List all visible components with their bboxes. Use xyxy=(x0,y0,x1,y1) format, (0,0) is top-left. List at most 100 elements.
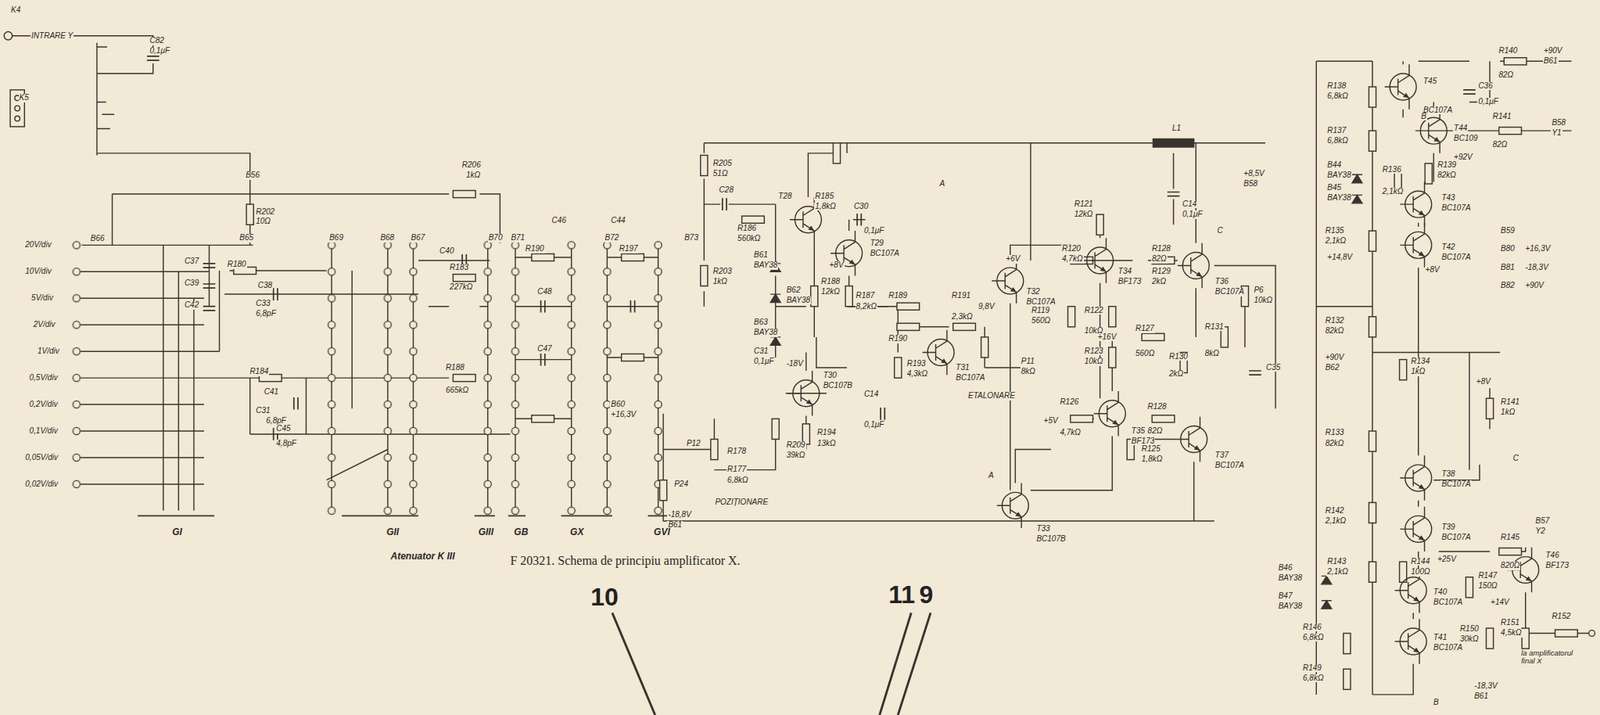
schematic-label: 4,7kΩ xyxy=(1061,254,1084,264)
schematic-label: 82kΩ xyxy=(1324,439,1346,449)
schematic-label: T35 xyxy=(1130,426,1146,436)
schematic-label: la amplificatorul final X xyxy=(1520,649,1579,665)
schematic-label: BC107B xyxy=(822,381,854,391)
schematic-label: B59 xyxy=(1499,226,1516,236)
schematic-label: GIII xyxy=(477,527,495,538)
schematic-label: Y1 xyxy=(1550,129,1562,138)
schematic-label: B56 xyxy=(244,171,261,180)
schematic-label: 10V/div xyxy=(24,267,52,277)
schematic-label: 6,8kΩ xyxy=(1302,674,1325,683)
schematic-label: R146 xyxy=(1302,623,1323,632)
schematic-label: B46 xyxy=(1277,563,1294,573)
schematic-label: R137 xyxy=(1326,126,1347,136)
schematic-label: 4,5kΩ xyxy=(1499,628,1523,638)
schematic-label: B71 xyxy=(509,233,526,243)
schematic-label: BC107B xyxy=(1035,534,1066,544)
schematic-label: BC107A xyxy=(954,373,986,383)
schematic-label: B70 xyxy=(487,233,504,243)
schematic-label: R127 xyxy=(1134,324,1156,334)
schematic-label: Y2 xyxy=(1535,527,1547,536)
schematic-label: B72 xyxy=(604,233,621,243)
schematic-label: C38 xyxy=(257,281,273,291)
schematic-label: P24 xyxy=(673,480,689,489)
schematic-label: R189 xyxy=(887,291,908,301)
schematic-label: BAY38 xyxy=(1277,573,1303,583)
schematic-label: B67 xyxy=(410,233,427,243)
schematic-label: 82kΩ xyxy=(1436,171,1457,180)
schematic-label: 0,1μF xyxy=(863,420,886,430)
schematic-label: BC107A xyxy=(1440,204,1471,213)
schematic-label: R120 xyxy=(1061,244,1082,254)
schematic-label: 560Ω xyxy=(1134,349,1156,359)
schematic-label: R129 xyxy=(1151,267,1172,277)
schematic-label: 1kΩ xyxy=(1499,408,1516,417)
schematic-label: P12 xyxy=(685,439,702,449)
schematic-label: 665kΩ xyxy=(444,386,470,395)
schematic-label: 0,1μF xyxy=(753,357,775,366)
schematic-label: 1kΩ xyxy=(1409,367,1426,377)
schematic-label: C39 xyxy=(183,279,200,288)
schematic-label: T38 xyxy=(1440,469,1456,479)
schematic-label: C31 xyxy=(254,406,271,416)
schematic-label: BF173 xyxy=(1545,561,1570,571)
schematic-label: R188 xyxy=(820,277,841,287)
schematic-label: B63 xyxy=(753,318,769,327)
schematic-label: T28 xyxy=(777,192,793,201)
schematic-label: R206 xyxy=(461,161,482,170)
schematic-label: R190 xyxy=(887,334,908,344)
schematic-label: T33 xyxy=(1035,524,1051,534)
schematic-label: C44 xyxy=(609,216,626,226)
schematic-label: 1,8kΩ xyxy=(1140,455,1164,464)
schematic-label: +8V xyxy=(828,261,845,270)
schematic-label: R123 xyxy=(1083,347,1105,356)
schematic-label: GB xyxy=(513,527,529,538)
schematic-label: BC107A xyxy=(1440,533,1471,542)
schematic-label: B61 xyxy=(753,251,769,260)
schematic-label: B47 xyxy=(1277,591,1294,601)
schematic-label: INTRARE Y xyxy=(30,32,74,41)
schematic-label: R132 xyxy=(1324,316,1346,326)
schematic-label: +16,3V xyxy=(609,410,637,420)
schematic-label: C36 xyxy=(1477,82,1493,91)
schematic-label: 39kΩ xyxy=(785,451,807,460)
schematic-label: 0,2V/div xyxy=(28,400,59,409)
schematic-label: R125 xyxy=(1140,444,1162,454)
schematic-label: C xyxy=(1216,226,1224,236)
schematic-label: R119 xyxy=(1030,306,1051,316)
schematic-label: +16V xyxy=(1097,333,1118,342)
schematic-label: R186 xyxy=(736,224,757,234)
schematic-label: R140 xyxy=(1498,46,1519,56)
schematic-label: 6,8kΩ xyxy=(726,476,750,485)
schematic-label: C42 xyxy=(183,301,200,310)
schematic-label: B81 xyxy=(1499,263,1516,273)
schematic-label: R202 xyxy=(254,208,276,217)
schematic-label: T30 xyxy=(822,371,838,381)
schematic-label: R142 xyxy=(1324,506,1346,516)
schematic-label: BC107A xyxy=(869,249,901,259)
schematic-label: 2V/div xyxy=(32,320,57,330)
schematic-label: B62 xyxy=(785,286,802,295)
callout-number: 11 xyxy=(887,581,916,609)
schematic-label: K4 xyxy=(10,6,22,15)
schematic-label: BF173 xyxy=(1130,437,1156,446)
schematic-label: B60 xyxy=(609,400,626,409)
schematic-label: 227kΩ xyxy=(448,283,474,292)
schematic-label: C48 xyxy=(536,287,553,297)
schematic-label: B73 xyxy=(683,233,700,243)
schematic-label: R178 xyxy=(726,447,747,456)
schematic-label: R197 xyxy=(618,244,639,254)
schematic-label: R121 xyxy=(1073,200,1095,209)
schematic-label: R190 xyxy=(524,244,546,254)
schematic-label: R141 xyxy=(1499,398,1521,407)
schematic-label: R134 xyxy=(1409,357,1431,366)
schematic-label: 9,8V xyxy=(977,302,996,312)
schematic-label: T32 xyxy=(1025,287,1041,297)
schematic-label: -18,3V xyxy=(1473,681,1498,691)
schematic-label: BC107A xyxy=(1025,297,1056,307)
schematic-label: BC107A xyxy=(1432,598,1464,607)
schematic-label: R143 xyxy=(1326,557,1347,567)
schematic-label: B69 xyxy=(328,233,345,243)
schematic-label: 1kΩ xyxy=(712,277,729,287)
schematic-label: BC107A xyxy=(1440,253,1471,262)
